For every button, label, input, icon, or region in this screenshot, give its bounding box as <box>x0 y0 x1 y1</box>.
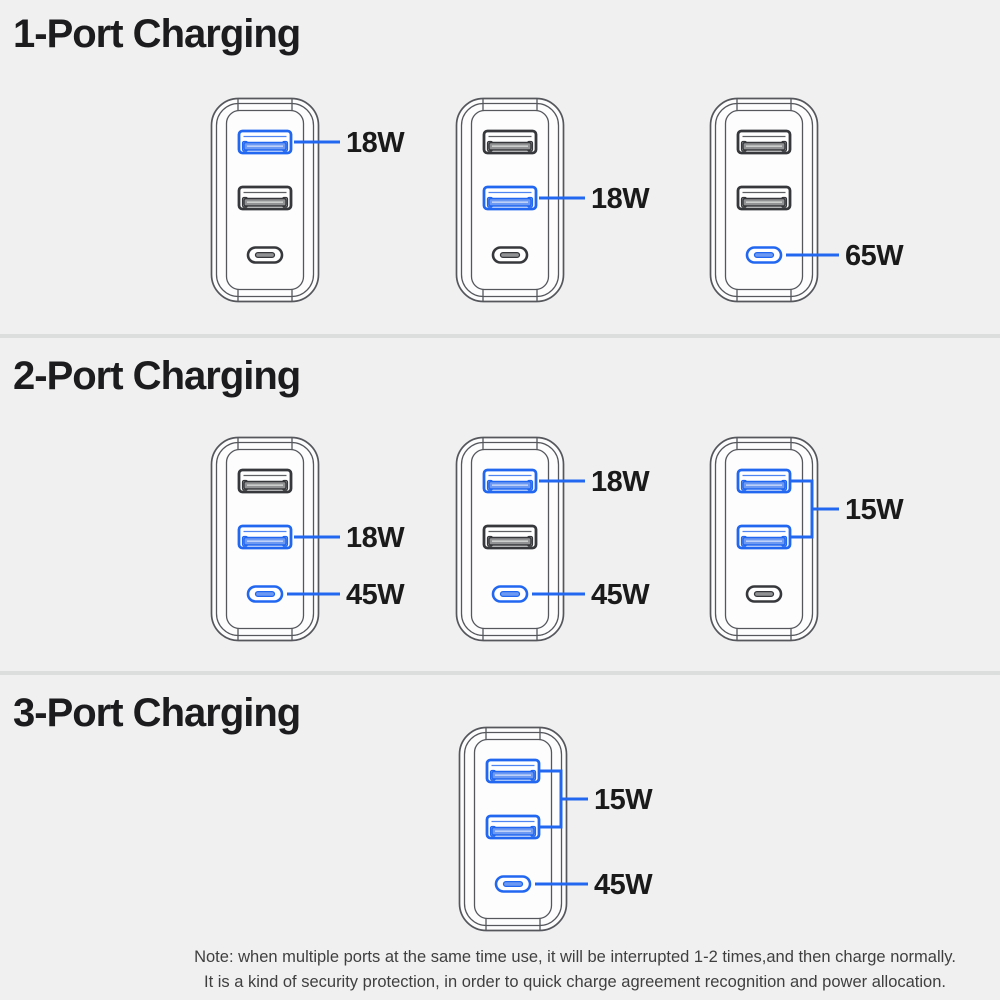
usb-a1-port-idle <box>237 468 293 494</box>
usb-a2-port-active <box>485 814 541 840</box>
usb-c-port-idle <box>246 246 284 264</box>
power-label: 18W <box>346 127 405 159</box>
power-label: 18W <box>591 183 650 215</box>
usb-a1-port-active <box>736 468 792 494</box>
charger-diagram-s3-1: 15W 45W <box>458 726 690 932</box>
usb-c-port-idle <box>745 585 783 603</box>
power-label: 18W <box>591 466 650 498</box>
power-label: 45W <box>591 579 650 611</box>
usb-a2-port-active <box>736 524 792 550</box>
section-title-2-port: 2-Port Charging <box>13 354 301 398</box>
usb-a2-port-active <box>482 185 538 211</box>
usb-a2-port-idle <box>736 185 792 211</box>
power-label: 18W <box>346 522 405 554</box>
section-divider-1 <box>0 334 1000 338</box>
charger-svg: 65W <box>709 97 905 303</box>
charger-svg: 18W <box>210 97 406 303</box>
usb-c-port-idle <box>491 246 529 264</box>
usb-a2-port-active <box>237 524 293 550</box>
usb-a1-port-idle <box>736 129 792 155</box>
footnote-line-2: It is a kind of security protection, in … <box>204 973 946 991</box>
usb-a2-port-idle <box>482 524 538 550</box>
charger-diagram-s1-2: 18W <box>455 97 687 303</box>
usb-c-port-active <box>491 585 529 603</box>
usb-a1-port-active <box>485 758 541 784</box>
charger-svg: 18W 45W <box>210 436 406 642</box>
usb-c-port-active <box>246 585 284 603</box>
power-label: 15W <box>594 784 653 816</box>
section-title-3-port: 3-Port Charging <box>13 691 301 735</box>
charger-diagram-s1-3: 65W <box>709 97 941 303</box>
charger-diagram-s2-3: 15W <box>709 436 941 642</box>
charger-svg: 18W <box>455 97 651 303</box>
charger-diagram-s2-1: 18W 45W <box>210 436 442 642</box>
usb-c-port-active <box>745 246 783 264</box>
power-label: 65W <box>845 240 904 272</box>
charger-diagram-s1-1: 18W <box>210 97 442 303</box>
usb-a1-port-active <box>482 468 538 494</box>
footnote: Note: when multiple ports at the same ti… <box>150 945 1000 995</box>
charger-svg: 18W 45W <box>455 436 651 642</box>
usb-c-port-active <box>494 875 532 893</box>
charger-diagram-s2-2: 18W 45W <box>455 436 687 642</box>
section-title-1-port: 1-Port Charging <box>13 12 301 56</box>
charger-svg: 15W 45W <box>458 726 654 932</box>
usb-a1-port-active <box>237 129 293 155</box>
power-label: 15W <box>845 494 904 526</box>
usb-a1-port-idle <box>482 129 538 155</box>
usb-a2-port-idle <box>237 185 293 211</box>
power-label: 45W <box>594 869 653 901</box>
charger-svg: 15W <box>709 436 905 642</box>
section-divider-2 <box>0 671 1000 675</box>
connector-bracket <box>540 769 588 829</box>
connector-bracket <box>791 479 839 539</box>
power-label: 45W <box>346 579 405 611</box>
footnote-line-1: Note: when multiple ports at the same ti… <box>194 948 956 966</box>
